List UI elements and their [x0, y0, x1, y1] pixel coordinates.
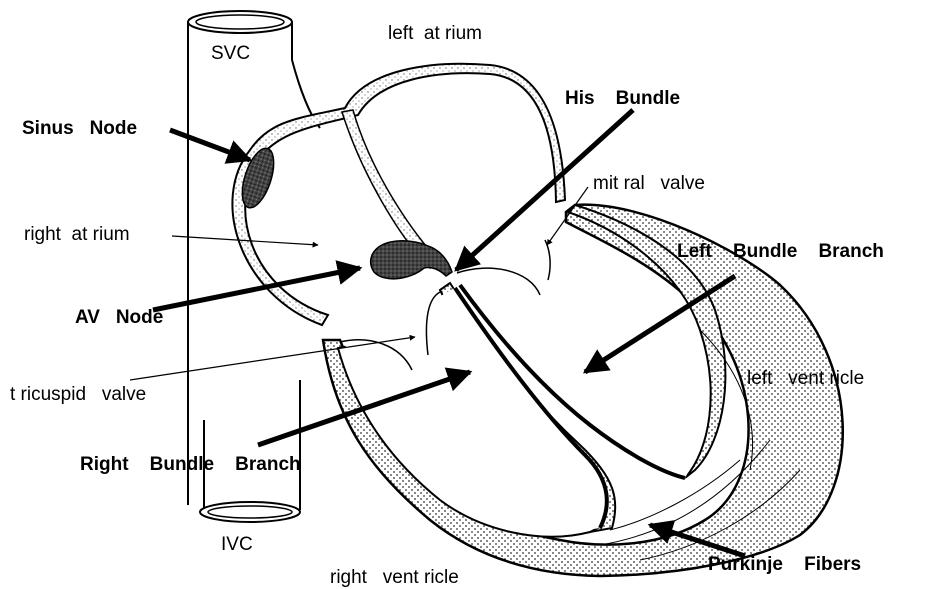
right-atrium-label: right at rium [24, 225, 130, 244]
sinus-node-label: Sinus Node [22, 119, 137, 138]
tricuspid-valve-label: t ricuspid valve [10, 385, 146, 404]
av-node-label: AV Node [75, 308, 163, 327]
right-bundle-branch-label: Right Bundle Branch [80, 455, 301, 474]
right-ventricle-label: right vent ricle [330, 568, 459, 587]
ivc-opening [200, 502, 300, 522]
purkinje-fibers-label: Purkinje Fibers [708, 555, 861, 574]
svc-label: SVC [211, 44, 250, 63]
his-bundle-label: His Bundle [565, 89, 680, 108]
left-atrium-label: left at rium [388, 24, 482, 43]
left-bundle-branch-label: Left Bundle Branch [677, 242, 884, 261]
mitral-valve-label: mit ral valve [593, 174, 705, 193]
av-node-shape [371, 241, 452, 279]
ivc-label: IVC [221, 535, 253, 554]
left-ventricle-label: left vent ricle [747, 369, 864, 388]
sinus-node-arrow [170, 130, 250, 160]
